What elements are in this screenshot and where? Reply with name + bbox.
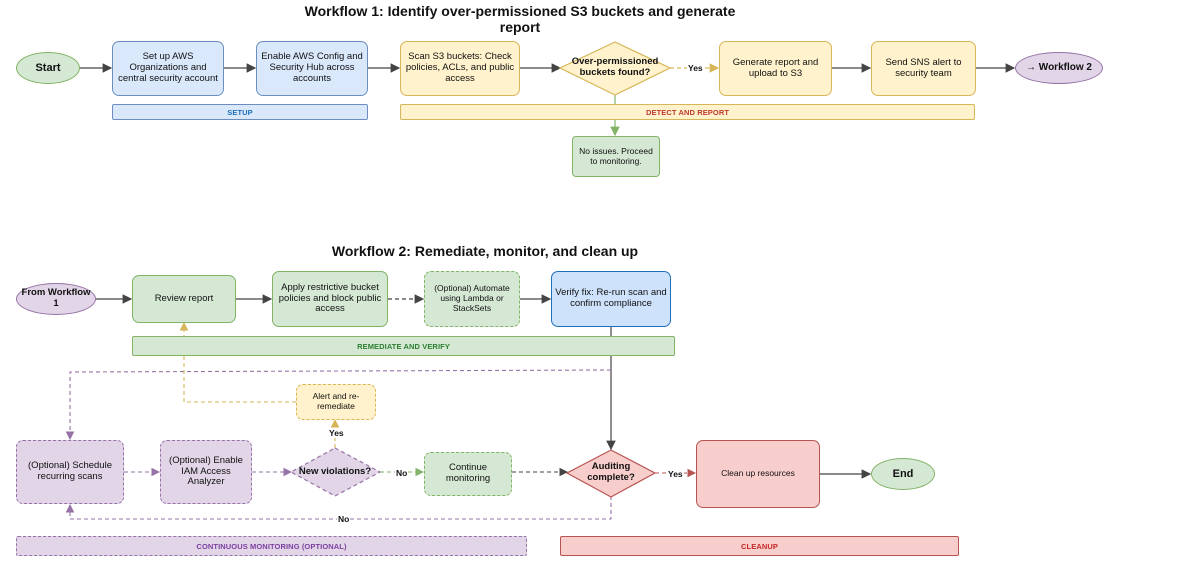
band-setup: SETUP: [112, 104, 368, 120]
send-sns-node[interactable]: Send SNS alert to security team: [871, 41, 976, 96]
band-continuous-monitoring: CONTINUOUS MONITORING (OPTIONAL): [16, 536, 527, 556]
decision-diamond-auditing: [565, 449, 657, 498]
from-workflow1-node[interactable]: From Workflow 1: [16, 283, 96, 315]
workflow2-title: Workflow 2: Remediate, monitor, and clea…: [331, 243, 639, 259]
clean-up-resources-node[interactable]: Clean up resources: [696, 440, 820, 508]
start-node[interactable]: Start: [16, 52, 80, 84]
scan-s3-node[interactable]: Scan S3 buckets: Check policies, ACLs, a…: [400, 41, 520, 96]
decision-diamond-w1: [558, 41, 672, 96]
generate-report-node[interactable]: Generate report and upload to S3: [719, 41, 832, 96]
edge-label-yes-alert: Yes: [328, 428, 345, 438]
workflow1-title: Workflow 1: Identify over-permissioned S…: [304, 3, 736, 35]
enable-config-node[interactable]: Enable AWS Config and Security Hub acros…: [256, 41, 368, 96]
band-remediate-verify: REMEDIATE AND VERIFY: [132, 336, 675, 356]
edge-label-no-continue: No: [395, 468, 409, 478]
schedule-scans-node[interactable]: (Optional) Schedule recurring scans: [16, 440, 124, 504]
continue-monitoring-node[interactable]: Continue monitoring: [424, 452, 512, 496]
edge-verify-schedule: [65, 369, 612, 441]
band-cleanup: CLEANUP: [560, 536, 959, 556]
to-workflow2-node[interactable]: → Workflow 2: [1015, 52, 1103, 84]
enable-iam-analyzer-node[interactable]: (Optional) Enable IAM Access Analyzer: [160, 440, 252, 504]
apply-policies-node[interactable]: Apply restrictive bucket policies and bl…: [272, 271, 388, 327]
decision-auditing-complete-label: Auditing complete?: [587, 461, 635, 483]
edge-alert-review: [179, 321, 296, 403]
decision-overpermissioned-label: Over-permissioned buckets found?: [571, 56, 659, 78]
verify-fix-node[interactable]: Verify fix: Re-run scan and confirm comp…: [551, 271, 671, 327]
edge-label-no-loop: No: [337, 514, 351, 524]
review-report-node[interactable]: Review report: [132, 275, 236, 323]
edge-label-yes-cleanup: Yes: [667, 469, 684, 479]
band-detect-report: DETECT AND REPORT: [400, 104, 975, 120]
edge-auditing-loop: [65, 496, 612, 520]
alert-reremediate-node[interactable]: Alert and re-remediate: [296, 384, 376, 420]
decision-new-violations-label: New violations?: [298, 465, 372, 477]
setup-organizations-node[interactable]: Set up AWS Organizations and central sec…: [112, 41, 224, 96]
end-node[interactable]: End: [871, 458, 935, 490]
decision-diamond-violations: [289, 447, 382, 497]
no-issues-node[interactable]: No issues. Proceed to monitoring.: [572, 136, 660, 177]
automate-optional-node[interactable]: (Optional) Automate using Lambda or Stac…: [424, 271, 520, 327]
edge-label-yes: Yes: [687, 63, 704, 73]
